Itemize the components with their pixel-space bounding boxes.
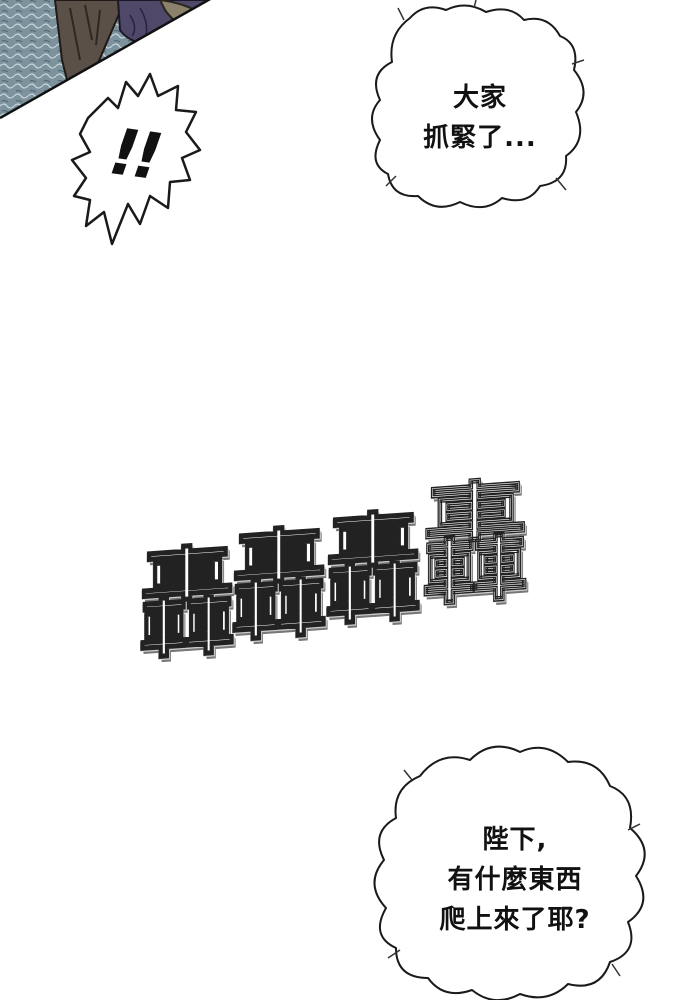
speech-bubble-top [371,4,585,209]
speech-text-bottom: 陛下, 有什麼東西 爬上來了耶? [400,820,630,940]
speech-line: 陛下, [482,825,548,855]
speech-bubble-bottom [373,745,646,1000]
sfx-char: 轟 [138,530,236,677]
speech-line: 爬上來了耶? [439,905,591,935]
speech-line: 大家 [452,83,507,113]
speech-line: 抓緊了... [423,123,537,153]
speech-text-top: 大家 抓緊了... [400,78,560,158]
panel-border [0,0,212,120]
sfx-char: 轟 [324,496,422,643]
exclamation-bubble [70,72,202,246]
sfx-char: 轟 [230,512,328,659]
sfx-char: 轟 [421,464,529,626]
speech-line: 有什麼東西 [447,865,583,895]
